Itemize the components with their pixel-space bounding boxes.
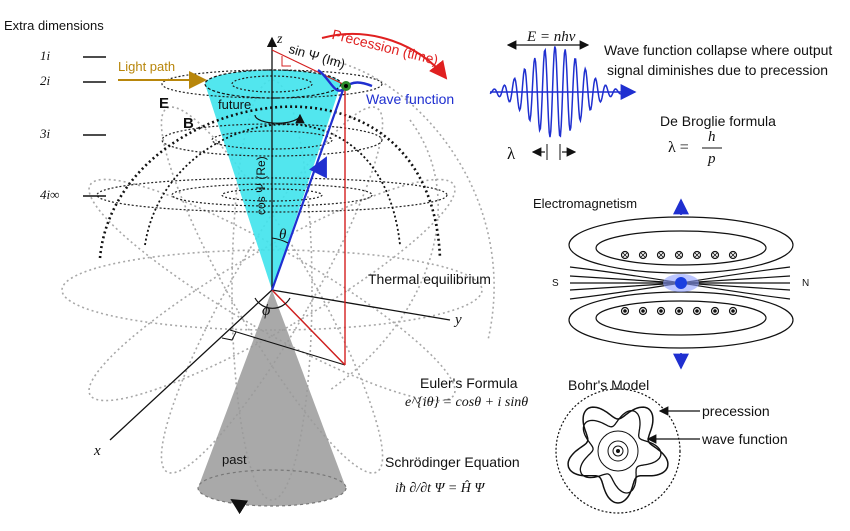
debroglie-denominator: p — [708, 151, 716, 167]
dimension-4i: 4i∞ — [40, 187, 60, 202]
light-path-label: Light path — [118, 59, 176, 74]
field-in-marker — [674, 250, 684, 260]
past-cone — [198, 290, 346, 506]
schrodinger-title: Schrödinger Equation — [385, 454, 520, 470]
dimension-2i: 2i — [40, 73, 51, 88]
field-in-marker — [692, 250, 702, 260]
schrodinger-equation: iħ ∂/∂t Ψ = Ĥ Ψ — [395, 481, 485, 496]
phi-label: ϕ — [262, 302, 271, 319]
pole-s-label: S — [552, 278, 559, 289]
euler-title: Euler's Formula — [420, 375, 518, 391]
extra-dimensions-title: Extra dimensions — [4, 18, 104, 33]
theta-label: θ — [279, 227, 287, 243]
field-out-marker — [692, 306, 702, 316]
wave-packet-curve — [489, 46, 632, 138]
energy-equation: E = nhν — [527, 29, 576, 45]
debroglie-lhs: λ = — [668, 139, 689, 156]
field-out-marker — [620, 306, 630, 316]
wave-function-label: Wave function — [366, 91, 455, 107]
past-label: past — [222, 452, 247, 467]
bohr-precession-label: precession — [702, 403, 770, 419]
field-out-marker — [710, 306, 720, 316]
field-in-marker — [638, 250, 648, 260]
field-in-marker — [620, 250, 630, 260]
electromagnetism-title: Electromagnetism — [533, 196, 638, 211]
bohr-wave-function-label: wave function — [702, 431, 788, 447]
field-out-marker — [674, 306, 684, 316]
collapse-line-2: signal diminishes due to precession — [607, 62, 829, 78]
collapse-line-1: Wave function collapse where output — [604, 42, 833, 58]
dome-inner — [144, 123, 401, 246]
sphere-diagram — [61, 33, 495, 515]
field-B-label: B — [183, 115, 194, 132]
pole-n-label: N — [802, 278, 810, 289]
field-E-label: E — [159, 95, 170, 112]
field-in-marker — [728, 250, 738, 260]
field-in-marker — [656, 250, 666, 260]
field-in-marker — [710, 250, 720, 260]
bohr-model — [555, 388, 700, 514]
lambda-label: λ — [507, 144, 516, 163]
field-out-marker — [638, 306, 648, 316]
future-label: future — [218, 97, 252, 112]
wave-packet — [489, 40, 722, 160]
field-out-marker — [656, 306, 666, 316]
bohr-title: Bohr's Model — [568, 377, 650, 393]
r-label: r — [315, 161, 321, 177]
future-cone — [205, 70, 341, 290]
thermal-equilibrium-label: Thermal equilibrium — [368, 271, 491, 287]
debroglie-numerator: h — [708, 129, 716, 145]
dimension-1i: 1i — [40, 48, 51, 63]
axis-x-label: x — [94, 443, 101, 459]
axis-y-label: y — [455, 312, 462, 328]
euler-equation: e^{iθ} = cosθ + i sinθ — [405, 395, 529, 410]
dimension-3i: 3i — [40, 126, 51, 141]
debroglie-title: De Broglie formula — [660, 113, 776, 129]
axis-z-label: z — [277, 32, 283, 47]
field-out-marker — [728, 306, 738, 316]
em-diagram — [568, 198, 794, 370]
cos-psi-label: cos Ψ (Re) — [254, 156, 268, 215]
